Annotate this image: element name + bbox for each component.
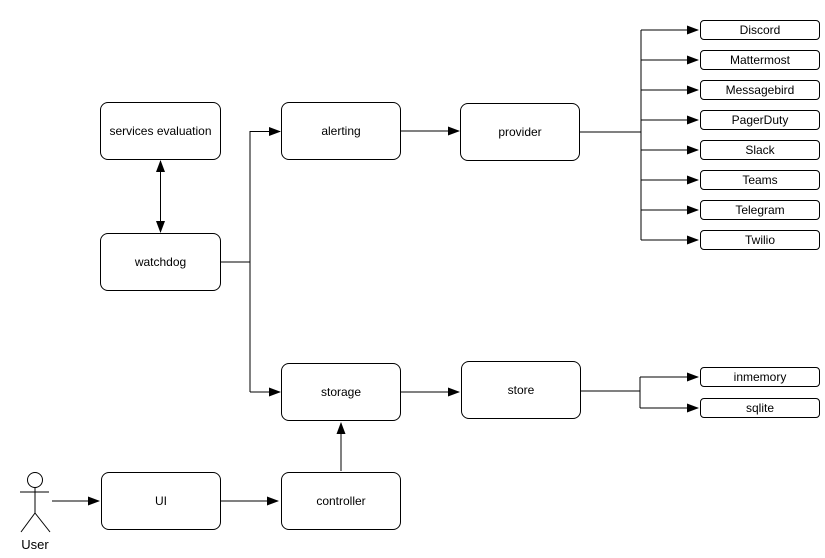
node-messagebird: Messagebird <box>700 80 820 100</box>
node-ui: UI <box>101 472 221 530</box>
node-sqlite-label: sqlite <box>745 401 774 415</box>
node-mattermost-label: Mattermost <box>729 53 790 67</box>
node-ui-label: UI <box>155 493 167 508</box>
node-watchdog-label: watchdog <box>134 254 187 269</box>
node-messagebird-label: Messagebird <box>725 83 795 97</box>
user-label: User <box>21 537 49 552</box>
node-provider: provider <box>460 103 580 161</box>
node-discord: Discord <box>700 20 820 40</box>
node-twilio: Twilio <box>700 230 820 250</box>
node-sqlite: sqlite <box>700 398 820 418</box>
node-storage: storage <box>281 363 401 421</box>
node-alerting-label: alerting <box>321 123 361 138</box>
node-slack-label: Slack <box>745 143 775 157</box>
node-telegram: Telegram <box>700 200 820 220</box>
node-teams: Teams <box>700 170 820 190</box>
node-pagerduty: PagerDuty <box>700 110 820 130</box>
node-twilio-label: Twilio <box>744 233 775 247</box>
node-discord-label: Discord <box>739 23 781 37</box>
node-store-label: store <box>507 382 535 397</box>
node-store: store <box>461 361 581 419</box>
user-actor-icon <box>20 472 51 533</box>
node-controller: controller <box>281 472 401 530</box>
node-inmemory-label: inmemory <box>733 370 787 384</box>
node-telegram-label: Telegram <box>735 203 785 217</box>
edge-junction-alerting <box>249 127 281 392</box>
node-watchdog: watchdog <box>100 233 221 291</box>
node-controller-label: controller <box>316 493 366 508</box>
node-storage-label: storage <box>320 384 362 399</box>
node-provider-label: provider <box>498 124 542 139</box>
node-teams-label: Teams <box>742 173 778 187</box>
node-services-evaluation-label: services evaluation <box>109 123 212 138</box>
node-inmemory: inmemory <box>700 367 820 387</box>
node-slack: Slack <box>700 140 820 160</box>
node-alerting: alerting <box>281 102 401 160</box>
node-pagerduty-label: PagerDuty <box>731 113 789 127</box>
node-services-evaluation: services evaluation <box>100 102 221 160</box>
node-mattermost: Mattermost <box>700 50 820 70</box>
